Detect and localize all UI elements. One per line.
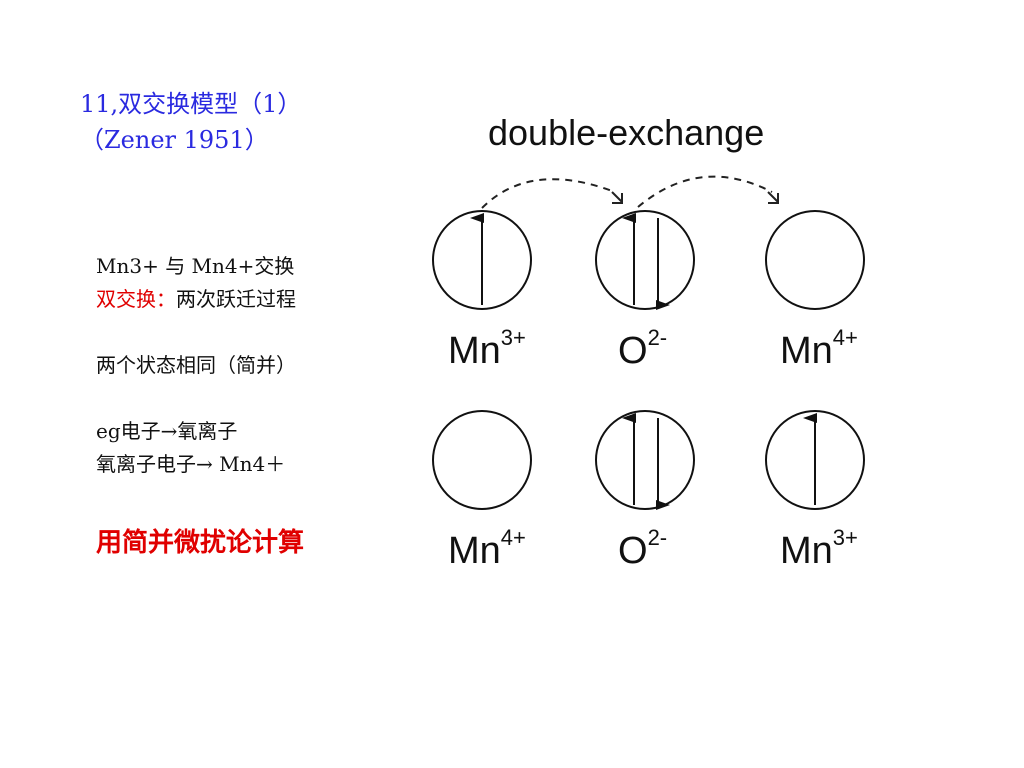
diagram-heading: double-exchange (488, 112, 764, 153)
hop-arrow-right (637, 175, 773, 208)
double-exchange-diagram: double-exchange Mn3+ O2- Mn4+ Mn4+ O2- M… (432, 112, 865, 572)
note-oxygen-electron: 氧离子电子→ Mn4＋ (96, 452, 286, 476)
top-label-o: O2- (618, 325, 667, 372)
o-orbital-top (595, 210, 695, 310)
mn4-orbital-top (765, 210, 865, 310)
bottom-label-mn3: Mn3+ (780, 525, 858, 572)
mn4-orbital-bottom (432, 410, 532, 510)
slide-title: 11,双交换模型（1） （Zener 1951） (80, 86, 301, 158)
note-double-exchange-label: 双交换： (96, 287, 176, 311)
mn3-orbital-bottom (765, 410, 865, 510)
title-line-reference: （Zener 1951） (80, 126, 269, 154)
title-line-model: 11,双交换模型（1） (80, 90, 302, 118)
bottom-label-mn4: Mn4+ (448, 525, 526, 572)
note-spacer (96, 382, 296, 415)
hop-arrowhead-right (767, 191, 779, 204)
top-label-mn3: Mn3+ (448, 325, 526, 372)
note-double-exchange: 双交换：两次跃迁过程 (96, 283, 296, 316)
note-spacer (96, 316, 296, 349)
top-label-mn4: Mn4+ (780, 325, 858, 372)
note-double-exchange-desc: 两次跃迁过程 (176, 287, 296, 311)
notes-block: Mn3+ 与 Mn4+交换 双交换：两次跃迁过程 两个状态相同（简并） eg电子… (96, 250, 296, 481)
bottom-label-o: O2- (618, 525, 667, 572)
note-exchange: Mn3+ 与 Mn4+交换 (96, 254, 295, 278)
o-orbital-bottom (595, 410, 695, 510)
hop-arrow-left (481, 178, 616, 209)
hop-arrowhead-left (611, 191, 623, 204)
mn3-orbital-top (432, 210, 532, 310)
note-degenerate: 两个状态相同（简并） (96, 353, 296, 377)
note-eg-electron: eg电子→氧离子 (96, 419, 238, 443)
conclusion-text: 用简并微扰论计算 (96, 528, 305, 558)
